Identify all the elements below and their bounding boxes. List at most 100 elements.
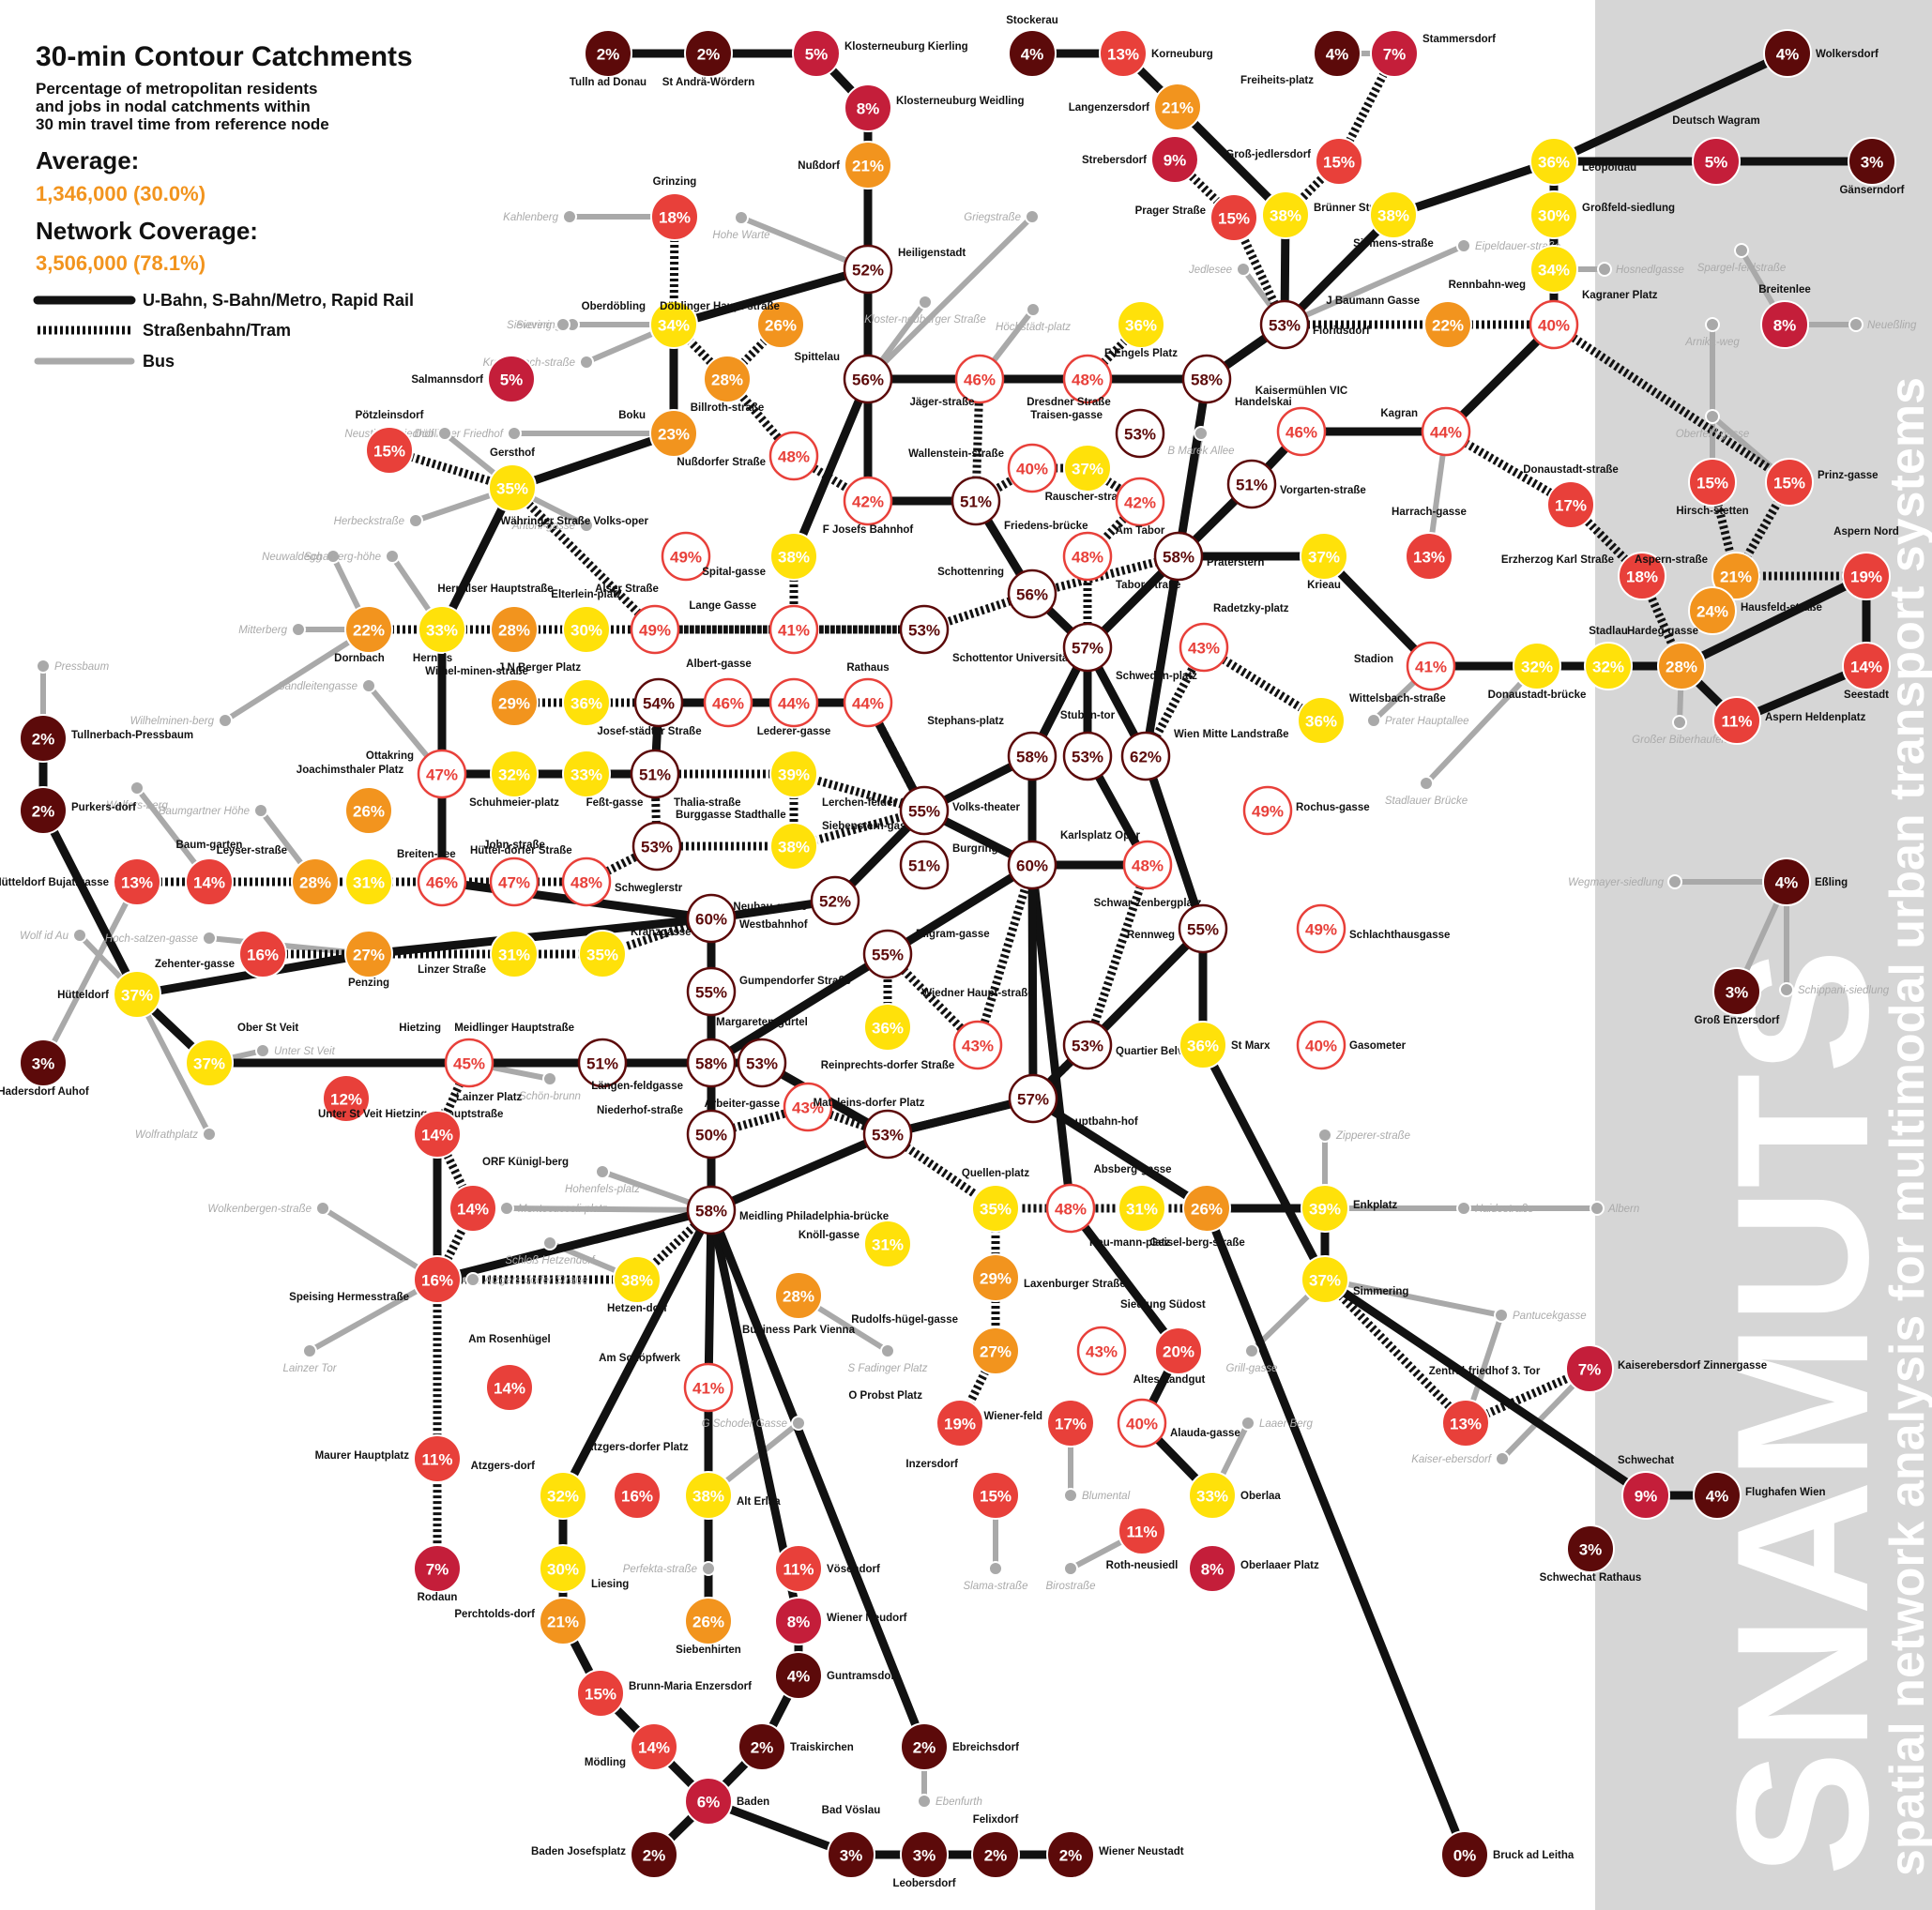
station-rennweg[interactable]: 55%Rennweg	[1127, 905, 1226, 952]
station-wrneustadt[interactable]: 2%Wiener Neustadt	[1047, 1831, 1184, 1878]
station-haderdorf[interactable]: 3%Hadersdorf Auhof	[0, 1039, 89, 1098]
station-purkersdorf[interactable]: 2%Purkers-dorf	[20, 787, 136, 834]
station-rochusgasse[interactable]: 49%Rochus-gasse	[1244, 787, 1370, 834]
station-amtabor[interactable]: 42%Am Tabor	[1116, 478, 1165, 537]
station-schottenring[interactable]: 56%Schottenring	[937, 567, 1056, 617]
station-maurer[interactable]: 11%Maurer Hauptplatz	[315, 1435, 461, 1482]
station-seestadt[interactable]: 14%Seestadt	[1843, 643, 1890, 701]
station-badvoeslau[interactable]: 3%Bad Vöslau	[822, 1805, 881, 1878]
station-niederhof[interactable]: 50%Niederhof-straße	[597, 1105, 735, 1158]
station-moedling[interactable]: 14%Mödling	[585, 1723, 677, 1770]
station-liesing[interactable]: 30%Liesing	[540, 1545, 629, 1592]
station-amrosenhuegel[interactable]: 14%Am Rosenhügel	[468, 1334, 551, 1411]
station-siebenhirten[interactable]: 26%Siebenhirten	[676, 1598, 741, 1656]
station-schlachthaus[interactable]: 49%Schlachthausgasse	[1298, 905, 1450, 952]
station-leobersdorf[interactable]: 3%Leobersdorf	[892, 1831, 955, 1889]
station-reinprechts[interactable]: 36%Reinprechts-dorfer Straße	[821, 1004, 955, 1071]
station-burgring[interactable]: 51%Burgring	[901, 841, 998, 888]
station-penzing[interactable]: 27%Penzing	[345, 931, 392, 989]
station-guntramsdorf[interactable]: 4%Guntramsdorf	[775, 1652, 899, 1699]
station-oprobst[interactable]: 19%O Probst Platz	[848, 1390, 983, 1447]
station-laxenburger[interactable]: 29%Laxenburger Straße	[972, 1254, 1126, 1301]
station-nussdorfer[interactable]: 48%Nußdorfer Straße	[677, 432, 817, 479]
station-oberlaaer[interactable]: 8%Oberlaaer Platz	[1189, 1545, 1319, 1592]
station-huetteldorfb[interactable]: 13%Hütteldorf Bujatigasse	[0, 858, 160, 905]
station-pilgram[interactable]: 55%Pilgram-gasse	[864, 929, 990, 978]
station-universitaet[interactable]: 53%Schottentor Universität	[901, 606, 1072, 664]
station-stadlau[interactable]: 32%Stadlau	[1585, 626, 1632, 690]
station-absberg[interactable]: 31%Absberg-gasse	[1093, 1164, 1171, 1232]
station-ebreichsdorf[interactable]: 2%Ebreichsdorf	[901, 1723, 1019, 1770]
station-simmering[interactable]: 37%Simmering	[1301, 1256, 1408, 1303]
station-stmarx[interactable]: 36%St Marx	[1179, 1022, 1270, 1069]
station-perchtoldsdorf[interactable]: 21%Perchtolds-dorf	[454, 1598, 586, 1645]
station-rothneusiedl[interactable]: 11%Roth-neusiedl	[1106, 1508, 1179, 1571]
station-spitalgasse[interactable]: 38%Spital-gasse	[702, 533, 817, 580]
station-gasometer[interactable]: 40%Gasometer	[1298, 1022, 1407, 1069]
station-stephansplatz[interactable]: 58%Stephans-platz	[927, 716, 1056, 780]
station-hernals[interactable]: 33%Hernals	[413, 606, 465, 664]
station-lederer[interactable]: 44%Lederer-gasse	[757, 679, 831, 737]
station-siemens[interactable]: 38%Siemens-straße	[1353, 191, 1434, 250]
station-schwechat[interactable]: 9%Schwechat	[1618, 1455, 1674, 1519]
station-hauptbahnhof[interactable]: 57%Hauptbahn-hof	[1010, 1075, 1138, 1128]
station-stockerau[interactable]: 4%Stockerau	[1006, 15, 1058, 77]
station-weidling[interactable]: 8%Klosterneuburg Weidling	[844, 84, 1025, 131]
station-josefstaedter[interactable]: 54%Josef-städter Straße	[597, 679, 701, 737]
station-orf[interactable]: 14%ORF Künigl-berg	[449, 1157, 569, 1232]
station-speising[interactable]: 16%Speising Hermesstraße	[289, 1256, 461, 1303]
station-altesland[interactable]: 20%Altes Landgut	[1133, 1327, 1206, 1386]
station-handelskai[interactable]: 58%Handelskai	[1183, 356, 1292, 408]
station-traiskirchen[interactable]: 2%Traiskirchen	[738, 1723, 854, 1770]
station-rathaus[interactable]: 44%Rathaus	[844, 662, 891, 726]
station-oberlaa[interactable]: 33%Oberlaa	[1189, 1472, 1281, 1519]
station-spittelau[interactable]: 56%Spittelau	[794, 352, 891, 402]
station-billroth[interactable]: 28%Billroth-straße	[691, 356, 765, 414]
station-radetzky[interactable]: 43%Radetzky-platz	[1180, 603, 1289, 671]
station-grinzing[interactable]: 18%Grinzing	[651, 176, 698, 240]
station-vorgarten[interactable]: 51%Vorgarten-straße	[1228, 461, 1366, 508]
station-stubentor[interactable]: 53%Stuben-tor	[1060, 710, 1116, 780]
station-wienerneudorf[interactable]: 8%Wiener Neudorf	[775, 1598, 907, 1645]
station-quellenplatz[interactable]: 35%Quellen-platz	[962, 1168, 1029, 1232]
station-dornbach[interactable]: 22%Dornbach	[334, 606, 392, 664]
station-waehringer[interactable]: 49%Währinger Straße Volks-oper	[500, 516, 709, 580]
station-donaustadtbr[interactable]: 32%Donaustadt-brücke	[1488, 643, 1587, 701]
station-lainzer[interactable]: 14%Lainzer Platz	[414, 1092, 523, 1158]
station-heiligenstadt[interactable]: 52%Heiligenstadt	[844, 246, 966, 293]
station-stadion[interactable]: 41%Stadion	[1354, 643, 1454, 690]
station-wienmitte[interactable]: 62%Wien Mitte Landstraße	[1122, 729, 1289, 780]
station-harrach[interactable]: 13%Harrach-gasse	[1392, 507, 1467, 580]
station-badenjosef[interactable]: 2%Baden Josefsplatz	[531, 1831, 677, 1878]
station-bruck[interactable]: 0%Bruck ad Leitha	[1441, 1831, 1575, 1878]
station-krieau[interactable]: 37%Krieau	[1301, 533, 1347, 591]
station-salmannsdorf[interactable]: 5%Salmannsdorf	[411, 356, 535, 402]
station-rennbahnweg[interactable]: 34%Rennbahn-weg	[1449, 246, 1577, 293]
station-nussdorf[interactable]: 21%Nußdorf	[798, 142, 891, 189]
station-stammersdorf[interactable]: 7%Stammersdorf	[1371, 30, 1496, 77]
station-burggasse[interactable]: 53%Burggasse Stadthalle	[633, 810, 786, 870]
station-businesspark[interactable]: 28%Business Park Vienna	[742, 1272, 856, 1336]
station-neubaugasse[interactable]: 52%Neubau-gasse	[733, 877, 859, 924]
station-freiheitsplatz[interactable]: 4%Freiheits-platz	[1240, 30, 1361, 86]
station-gersthof[interactable]: 35%Gersthof	[489, 447, 536, 511]
station-prager[interactable]: 15%Prager Straße	[1135, 194, 1257, 241]
station-wienerfeld[interactable]: 17%Wiener-feld	[983, 1400, 1094, 1447]
station-albertgasse[interactable]: 46%Albert-gasse	[686, 659, 752, 726]
station-strebersdorf[interactable]: 9%Strebersdorf	[1082, 136, 1198, 183]
station-brunn[interactable]: 15%Brunn-Maria Enzersdorf	[577, 1670, 752, 1717]
station-kranzgasse[interactable]: 35%Kranzgasse	[579, 927, 692, 978]
station-alaudagasse[interactable]: 40%Alauda-gasse	[1118, 1400, 1240, 1447]
station-tulln[interactable]: 2%Tulln ad Donau	[570, 30, 647, 88]
station-stanrae[interactable]: 2%St Andrä-Wördern	[662, 30, 755, 88]
station-thaliastr[interactable]: 51%Thalia-straße	[631, 750, 741, 809]
station-kierling[interactable]: 5%Klosterneuburg Kierling	[793, 30, 968, 77]
station-leyser[interactable]: 28%Leyser-straße	[217, 845, 339, 905]
station-schuhmeier[interactable]: 32%Schuhmeier-platz	[469, 750, 559, 809]
station-kaisermuehlen[interactable]: 46%Kaisermühlen VIC	[1255, 386, 1347, 455]
station-atzgersplatz[interactable]: 16%Atzgers-dorfer Platz	[586, 1442, 689, 1519]
station-poetzleinsdorf[interactable]: 15%Pötzleinsdorf	[356, 410, 424, 474]
station-felixdorf[interactable]: 2%Felixdorf	[972, 1814, 1019, 1878]
station-knoell[interactable]: 31%Knöll-gasse	[799, 1220, 911, 1267]
station-langenzersdorf[interactable]: 21%Langenzersdorf	[1069, 83, 1201, 130]
